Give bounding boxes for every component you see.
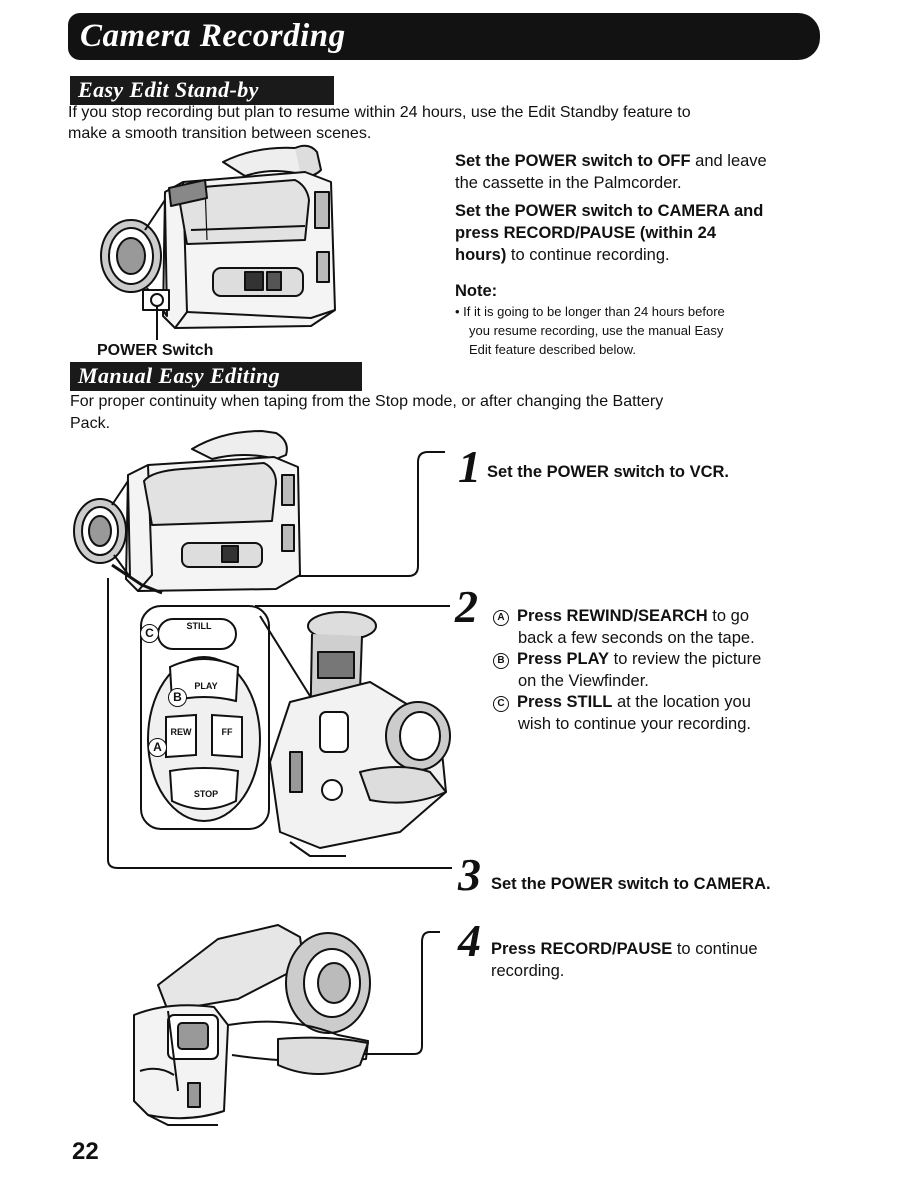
camcorder-front-illustration <box>133 924 371 1126</box>
section-title-manual: Manual Easy Editing <box>70 362 362 391</box>
step-2-item-b: B Press PLAY to review the picture on the… <box>493 648 761 692</box>
step-2-item-c: C Press STILL at the location you wish to… <box>493 691 751 735</box>
easy-edit-step-camera-3-bold: hours) <box>455 246 507 264</box>
manual-intro-1: For proper continuity when taping from t… <box>70 393 664 410</box>
easy-edit-intro-1: If you stop recording but plan to resume… <box>68 104 691 121</box>
button-b-marker: B <box>168 688 187 707</box>
still-button-label: STILL <box>186 621 212 631</box>
ff-button-label: FF <box>221 727 233 737</box>
step-2-item-a: A Press REWIND/SEARCH to go back a few se… <box>493 605 755 649</box>
step-2-item-a-line2: back a few seconds on the tape. <box>518 629 755 647</box>
camcorder-vcr-illustration <box>73 430 301 595</box>
page-number: 22 <box>72 1138 99 1165</box>
easy-edit-step-off-bold: Set the POWER switch to OFF <box>455 152 691 170</box>
camcorder-viewfinder-illustration <box>259 611 451 857</box>
step-2-marker-b: B <box>493 653 509 669</box>
step-2-item-c-bold: Press STILL <box>517 693 613 711</box>
step-4-text: Press RECORD/PAUSE to continue recording… <box>491 938 758 982</box>
step-2-item-b-line2: on the Viewfinder. <box>518 672 649 690</box>
rew-button-label: REW <box>170 727 192 737</box>
note-line-3: Edit feature described below. <box>469 342 636 357</box>
easy-edit-step-off-line2: the cassette in the Palmcorder. <box>455 174 682 192</box>
step-2-marker-c: C <box>493 696 509 712</box>
step-4-number: 4 <box>458 915 481 966</box>
button-a-marker: A <box>148 738 167 757</box>
note-line-1: • If it is going to be longer than 24 ho… <box>455 304 725 319</box>
camcorder-side-illustration <box>100 144 336 340</box>
button-c-marker: C <box>140 624 159 643</box>
step-2-number: 2 <box>455 581 478 632</box>
easy-edit-step-off-rest: and leave <box>690 152 767 170</box>
easy-edit-step-camera: Set the POWER switch to CAMERA and press… <box>455 200 763 266</box>
section-title-easy-edit: Easy Edit Stand-by <box>70 76 334 105</box>
stop-button-label: STOP <box>193 789 219 799</box>
easy-edit-step-off: Set the POWER switch to OFF and leave th… <box>455 150 767 194</box>
note-title: Note: <box>455 282 498 300</box>
page-title: Camera Recording <box>68 13 820 60</box>
easy-edit-step-camera-1: Set the POWER switch to CAMERA and <box>455 202 764 220</box>
step-2-item-a-bold: Press REWIND/SEARCH <box>517 607 708 625</box>
step-2-item-b-rest: to review the picture <box>609 650 762 668</box>
note-line-2: you resume recording, use the manual Eas… <box>469 323 724 338</box>
step-2-item-c-rest: at the location you <box>612 693 751 711</box>
easy-edit-step-camera-3-rest: to continue recording. <box>506 246 670 264</box>
step-3-text: Set the POWER switch to CAMERA. <box>491 875 771 893</box>
step-1-text: Set the POWER switch to VCR. <box>487 463 730 481</box>
play-button-label: PLAY <box>194 681 218 691</box>
step-3-number: 3 <box>458 849 481 900</box>
step-2-item-a-rest: to go <box>707 607 750 625</box>
power-switch-label: POWER Switch <box>97 342 214 359</box>
step-2-item-c-line2: wish to continue your recording. <box>518 715 751 733</box>
step-2-item-b-bold: Press PLAY <box>517 650 610 668</box>
manual-intro-2: Pack. <box>70 415 111 432</box>
easy-edit-step-camera-2: press RECORD/PAUSE (within 24 <box>455 224 716 242</box>
step-4-rest: to continue <box>672 940 758 958</box>
easy-edit-intro-2: make a smooth transition between scenes. <box>68 125 372 142</box>
step-4-bold: Press RECORD/PAUSE <box>491 940 673 958</box>
step-1-number: 1 <box>458 441 481 492</box>
step-2-marker-a: A <box>493 610 509 626</box>
step-4-line2: recording. <box>491 962 565 980</box>
